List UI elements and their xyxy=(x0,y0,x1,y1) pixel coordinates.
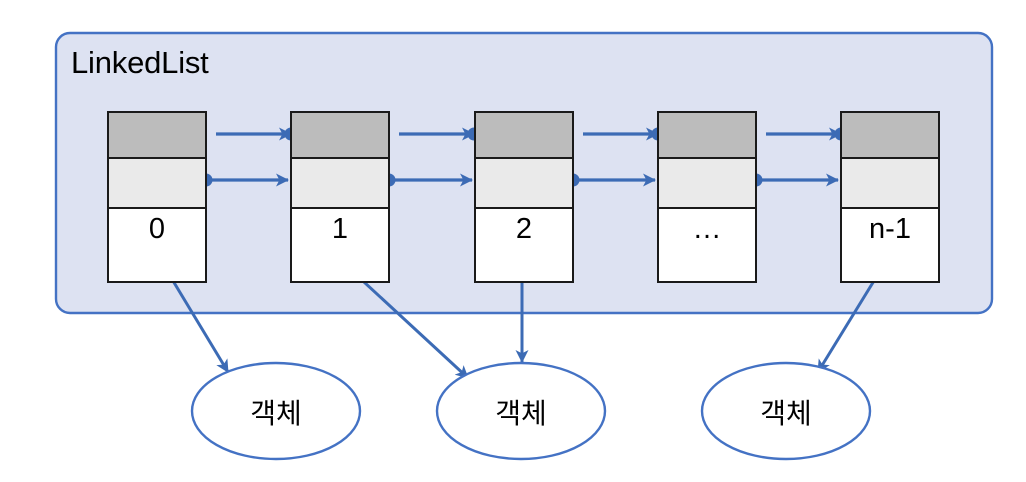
list-node: n-1 xyxy=(840,111,940,283)
node-index-cell: 2 xyxy=(476,209,572,281)
node-prev-cell xyxy=(109,113,205,159)
list-node: … xyxy=(657,111,757,283)
object-ellipse-label: 객체 xyxy=(495,398,547,429)
node-prev-cell xyxy=(476,113,572,159)
list-node: 2 xyxy=(474,111,574,283)
list-node: 1 xyxy=(290,111,390,283)
object-ellipse-label: 객체 xyxy=(760,398,812,429)
object-ellipses xyxy=(190,361,872,461)
node-next-cell xyxy=(842,159,938,209)
object-ellipse-label: 객체 xyxy=(250,398,302,429)
object-ellipse xyxy=(190,361,362,461)
node-prev-cell xyxy=(292,113,388,159)
node-prev-cell xyxy=(659,113,755,159)
node-index-cell: 1 xyxy=(292,209,388,281)
node-next-cell xyxy=(476,159,572,209)
node-next-cell xyxy=(659,159,755,209)
node-prev-cell xyxy=(842,113,938,159)
node-next-cell xyxy=(292,159,388,209)
node-index-cell: 0 xyxy=(109,209,205,281)
node-index-cell: … xyxy=(659,209,755,281)
object-ellipse xyxy=(700,361,872,461)
container-title: LinkedList xyxy=(71,45,209,80)
object-ellipse xyxy=(435,361,607,461)
node-next-cell xyxy=(109,159,205,209)
node-index-cell: n-1 xyxy=(842,209,938,281)
list-node: 0 xyxy=(107,111,207,283)
